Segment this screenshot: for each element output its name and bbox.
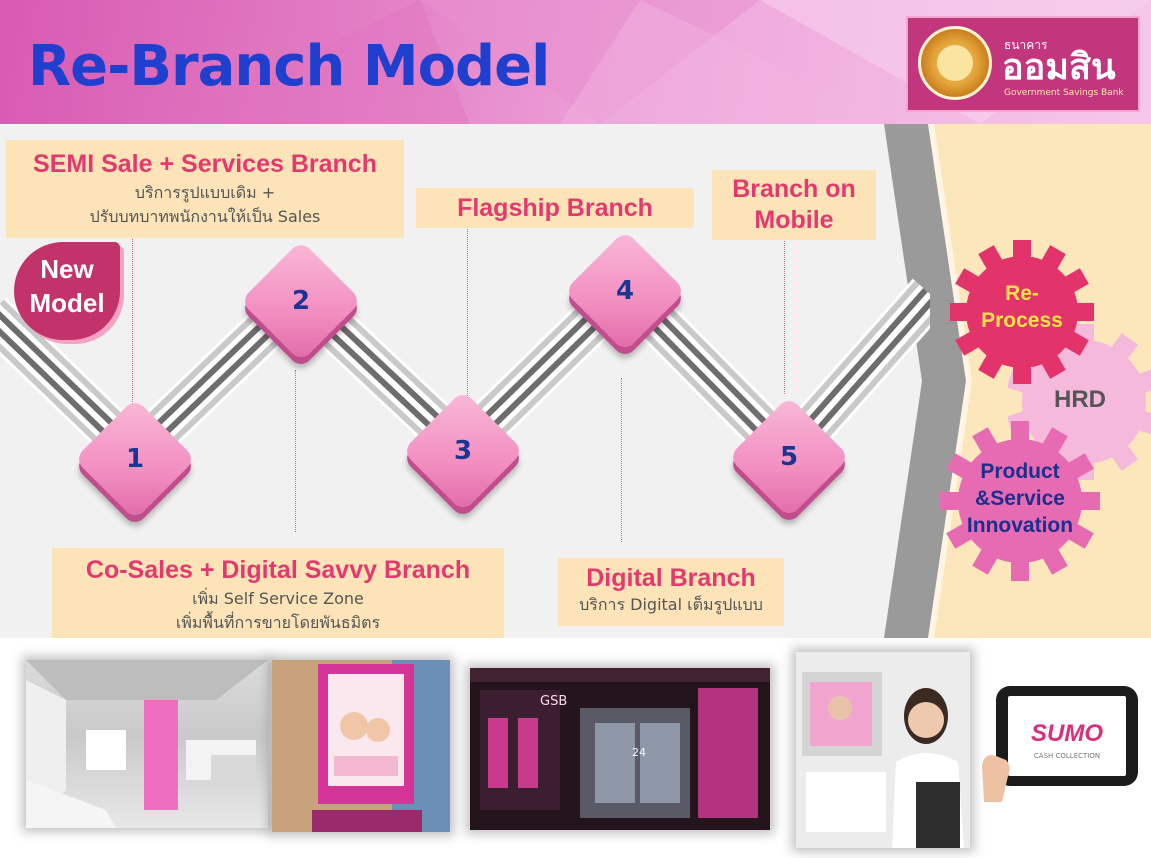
page-title: Re-Branch Model xyxy=(28,34,550,99)
header-banner: Re-Branch Model ธนาคาร ออมสิน Government… xyxy=(0,0,1151,124)
label-semi-sale: SEMI Sale + Services Branch บริการรูปแบบ… xyxy=(6,140,404,238)
digital-sign-text: GSB xyxy=(540,694,568,709)
badge-line: New xyxy=(40,254,94,284)
gear-reprocess-label: Re- Process xyxy=(972,280,1072,334)
label-title: SEMI Sale + Services Branch xyxy=(33,150,377,178)
tablet-screen: SUMO CASH COLLECTION xyxy=(1008,696,1126,776)
step-number: 3 xyxy=(453,436,473,466)
branch-storefront-photo xyxy=(272,660,450,832)
step-number: 5 xyxy=(779,442,799,472)
gear-label-line: Process xyxy=(981,309,1063,332)
hand-icon xyxy=(982,755,1010,802)
gear-hrd-label: HRD xyxy=(1054,386,1106,413)
label-title: Mobile xyxy=(754,206,834,234)
label-digital-branch: Digital Branch บริการ Digital เต็มรูปแบบ xyxy=(558,558,784,626)
label-sub: บริการรูปแบบเดิม + xyxy=(134,183,276,202)
logo-big-text: ออมสิน xyxy=(1002,47,1116,88)
label-sub: ปรับบทบาทพนักงานให้เป็น Sales xyxy=(89,207,321,226)
gear-label-line: &Service xyxy=(975,487,1065,510)
connector-line-1 xyxy=(132,236,133,406)
digital-24-text: 24 xyxy=(632,746,646,759)
diamond-step-2: 2 xyxy=(236,236,366,366)
label-flagship: Flagship Branch xyxy=(416,188,694,228)
gsb-logo: ธนาคาร ออมสิน Government Savings Bank xyxy=(906,16,1140,112)
diamond-step-5: 5 xyxy=(724,392,854,522)
label-co-sales: Co-Sales + Digital Savvy Branch เพิ่ม Se… xyxy=(52,548,504,642)
tablet-frame: SUMO CASH COLLECTION xyxy=(996,686,1138,786)
gear-product-icon xyxy=(940,421,1100,581)
diamond-step-3: 3 xyxy=(398,386,528,516)
label-sub: เพิ่ม Self Service Zone xyxy=(192,589,364,608)
step-number: 1 xyxy=(125,444,145,474)
diamond-step-1: 1 xyxy=(70,394,200,524)
connector-line-3 xyxy=(467,226,468,398)
connector-line-5 xyxy=(784,238,785,394)
new-model-badge: New Model xyxy=(14,242,120,340)
mobile-banking-photo xyxy=(796,652,970,848)
connector-line-4 xyxy=(621,378,622,542)
label-title: Flagship Branch xyxy=(457,194,653,222)
seal-icon xyxy=(918,26,992,100)
label-sub: บริการ Digital เต็มรูปแบบ xyxy=(579,595,763,614)
label-title: Digital Branch xyxy=(586,564,756,592)
diamond-step-4: 4 xyxy=(560,226,690,356)
label-branch-on-mobile: Branch on Mobile xyxy=(712,170,876,240)
gear-label-line: Innovation xyxy=(966,514,1074,537)
logo-english-text: Government Savings Bank xyxy=(1004,88,1124,98)
gear-product-label: Product &Service Innovation xyxy=(946,458,1094,539)
cash-collection-text: CASH COLLECTION xyxy=(1033,752,1101,760)
gear-label-line: Re- xyxy=(1005,282,1039,305)
step-number: 2 xyxy=(291,286,311,316)
label-sub: เพิ่มพื้นที่การขายโดยพันธมิตร xyxy=(175,613,381,632)
sumo-logo-text: SUMO xyxy=(1031,720,1103,747)
connector-line-2 xyxy=(295,370,296,532)
badge-line: Model xyxy=(29,288,105,318)
label-title: Branch on xyxy=(732,175,856,203)
tablet-app-image: SUMO CASH COLLECTION xyxy=(976,686,1142,802)
digital-branch-photo: GSB 24 xyxy=(470,668,770,830)
gear-reprocess-icon xyxy=(950,240,1094,384)
step-number: 4 xyxy=(615,276,635,306)
branch-interior-photo xyxy=(26,660,268,828)
logo-small-text: ธนาคาร xyxy=(1004,38,1048,52)
label-title: Co-Sales + Digital Savvy Branch xyxy=(85,556,471,584)
gear-label-line: Product xyxy=(980,460,1060,483)
